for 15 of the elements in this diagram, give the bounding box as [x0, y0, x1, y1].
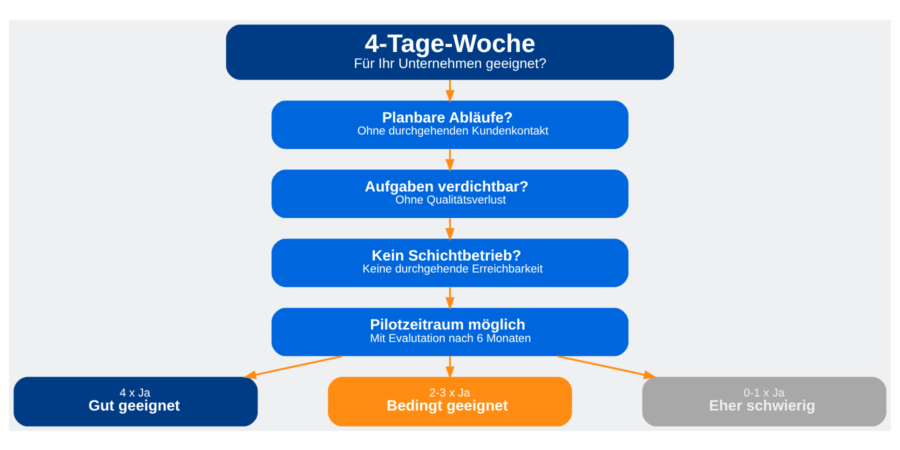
node-box: Aufgaben verdichtbar? Ohne Qualitätsverlust [272, 169, 628, 218]
node-box: Planbare Abläufe? Ohne durchgehenden Kundenkontakt [272, 100, 628, 148]
node-box: Pilotzeitraum möglich Mit Evalutation nach 6 Monaten [272, 307, 628, 356]
arrow [445, 218, 455, 241]
node-box: 2-3 x Ja Bedingt geeignet [328, 376, 572, 426]
node-box: 0-1 x Ja Eher schwierig [642, 376, 886, 426]
node-box: 4 x Ja Gut geeignet [14, 376, 258, 426]
arrow [558, 354, 657, 379]
arrow [445, 356, 455, 379]
arrow [445, 286, 455, 310]
arrow [445, 148, 455, 172]
arrow [445, 79, 455, 103]
node-box: Kein Schichtbetrieb? Keine durchgehende Erreichbarkeit [272, 238, 628, 287]
node-box: 4-Tage-Woche Für Ihr Unternehmen geeignet? [226, 24, 674, 80]
arrow [243, 354, 342, 379]
